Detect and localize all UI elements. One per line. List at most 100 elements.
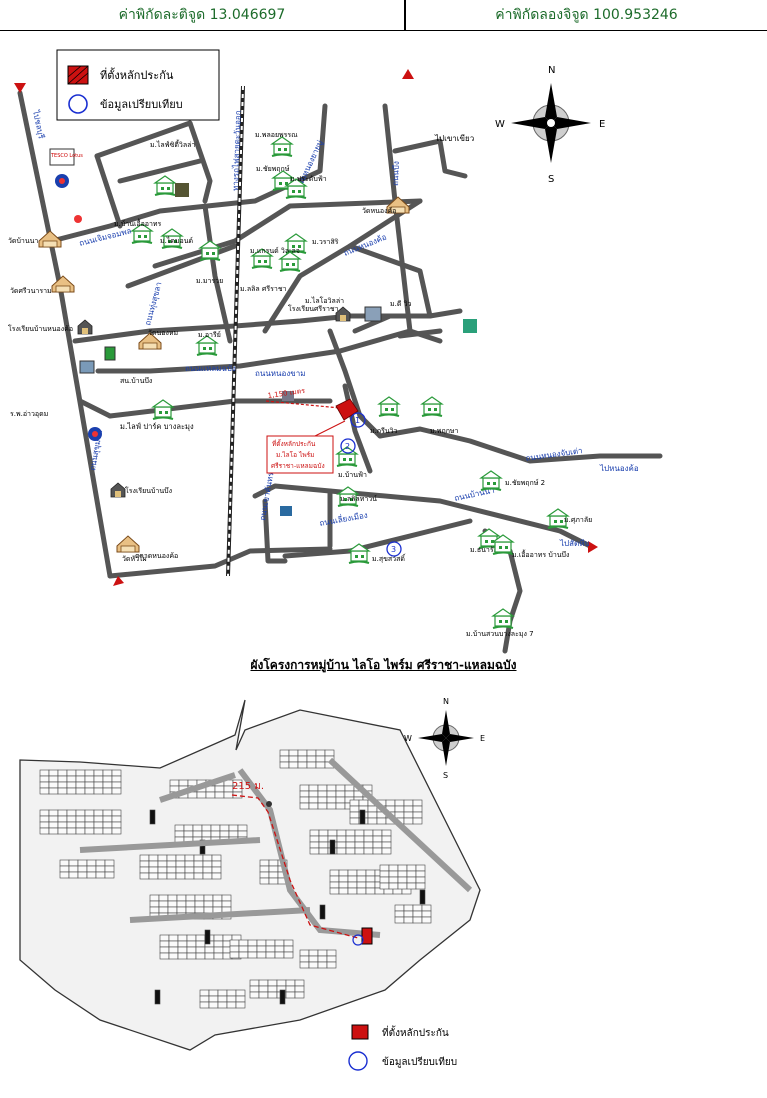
compass-rose: N S E W bbox=[495, 65, 605, 185]
lot bbox=[259, 859, 270, 867]
tesco-logo bbox=[49, 148, 75, 166]
lot bbox=[217, 995, 228, 1003]
lot bbox=[363, 829, 374, 837]
lot bbox=[356, 887, 367, 895]
lot bbox=[214, 791, 225, 799]
lot bbox=[354, 841, 365, 849]
comparison-number: 3 bbox=[391, 545, 396, 554]
lot bbox=[208, 989, 219, 997]
lot bbox=[367, 805, 378, 813]
lot bbox=[388, 882, 399, 890]
dark-lot bbox=[199, 839, 206, 855]
lot bbox=[406, 882, 417, 890]
lot bbox=[308, 784, 319, 792]
lot bbox=[326, 802, 337, 810]
lot bbox=[104, 865, 115, 873]
lot bbox=[394, 916, 405, 924]
lot bbox=[283, 951, 294, 959]
lot bbox=[318, 841, 329, 849]
lot bbox=[111, 781, 122, 789]
lot bbox=[308, 949, 319, 957]
lot bbox=[203, 906, 214, 914]
lot bbox=[48, 821, 59, 829]
latitude-text: ค่าพิกัดละติจูด 13.046697 bbox=[118, 7, 286, 23]
lot bbox=[318, 835, 329, 843]
lot bbox=[159, 934, 170, 942]
lot bbox=[308, 796, 319, 804]
lot bbox=[354, 835, 365, 843]
lot bbox=[381, 847, 392, 855]
lot bbox=[139, 866, 150, 874]
lot bbox=[57, 827, 68, 835]
lot bbox=[213, 946, 224, 954]
lot bbox=[345, 829, 356, 837]
lot bbox=[221, 894, 232, 902]
lot bbox=[265, 945, 276, 953]
lot bbox=[229, 945, 240, 953]
village-label: ม.ชัยพฤกษ์ 2 bbox=[505, 479, 545, 487]
lot bbox=[213, 940, 224, 948]
lot bbox=[75, 775, 86, 783]
header-divider bbox=[404, 0, 406, 30]
lot bbox=[168, 940, 179, 948]
lot bbox=[406, 870, 417, 878]
lot bbox=[166, 854, 177, 862]
lot bbox=[139, 872, 150, 880]
lot bbox=[193, 860, 204, 868]
lot bbox=[39, 769, 50, 777]
tesco-text: TESCO Lotus bbox=[50, 153, 83, 159]
lot bbox=[210, 824, 221, 832]
lot bbox=[394, 805, 405, 813]
compass-w: W bbox=[495, 119, 505, 130]
lot bbox=[358, 799, 369, 807]
lot bbox=[247, 945, 258, 953]
lot bbox=[66, 769, 77, 777]
lot bbox=[213, 952, 224, 960]
lot bbox=[48, 781, 59, 789]
dark-lot bbox=[154, 989, 161, 1005]
lot bbox=[57, 787, 68, 795]
hospital-label: ร.พ.อ่าวอุดม bbox=[10, 410, 48, 418]
lot bbox=[274, 939, 285, 947]
lot bbox=[356, 875, 367, 883]
lot bbox=[308, 955, 319, 963]
lot bbox=[195, 946, 206, 954]
lot bbox=[75, 781, 86, 789]
lot bbox=[48, 787, 59, 795]
lot bbox=[365, 887, 376, 895]
lot bbox=[258, 985, 269, 993]
lot bbox=[285, 991, 296, 999]
dark-lot bbox=[319, 904, 326, 920]
lot bbox=[397, 876, 408, 884]
lot bbox=[338, 875, 349, 883]
lot bbox=[345, 835, 356, 843]
lot bbox=[228, 830, 239, 838]
lot bbox=[268, 871, 279, 879]
lot bbox=[157, 860, 168, 868]
compass-e: E bbox=[599, 119, 605, 130]
internal-roads bbox=[79, 757, 473, 938]
lot bbox=[388, 864, 399, 872]
lot bbox=[175, 872, 186, 880]
lot bbox=[315, 761, 326, 769]
lot bbox=[84, 787, 95, 795]
lot bbox=[66, 827, 77, 835]
lot bbox=[421, 910, 432, 918]
lot bbox=[259, 871, 270, 879]
village-label: ม.พลอยพรรณ bbox=[255, 131, 298, 139]
lot bbox=[213, 934, 224, 942]
lot bbox=[372, 835, 383, 843]
lot bbox=[394, 910, 405, 918]
lot bbox=[159, 940, 170, 948]
lot bbox=[415, 864, 426, 872]
school-label: โรงเรียนศรีราชา bbox=[288, 304, 339, 313]
lot bbox=[203, 900, 214, 908]
plan-compass-e: E bbox=[480, 734, 485, 743]
legend-property-label: ที่ตั้งหลักประกัน bbox=[100, 67, 174, 82]
lot bbox=[299, 961, 310, 969]
lot bbox=[149, 900, 160, 908]
lot bbox=[329, 869, 340, 877]
lot bbox=[93, 809, 104, 817]
lot bbox=[102, 809, 113, 817]
lot bbox=[175, 854, 186, 862]
